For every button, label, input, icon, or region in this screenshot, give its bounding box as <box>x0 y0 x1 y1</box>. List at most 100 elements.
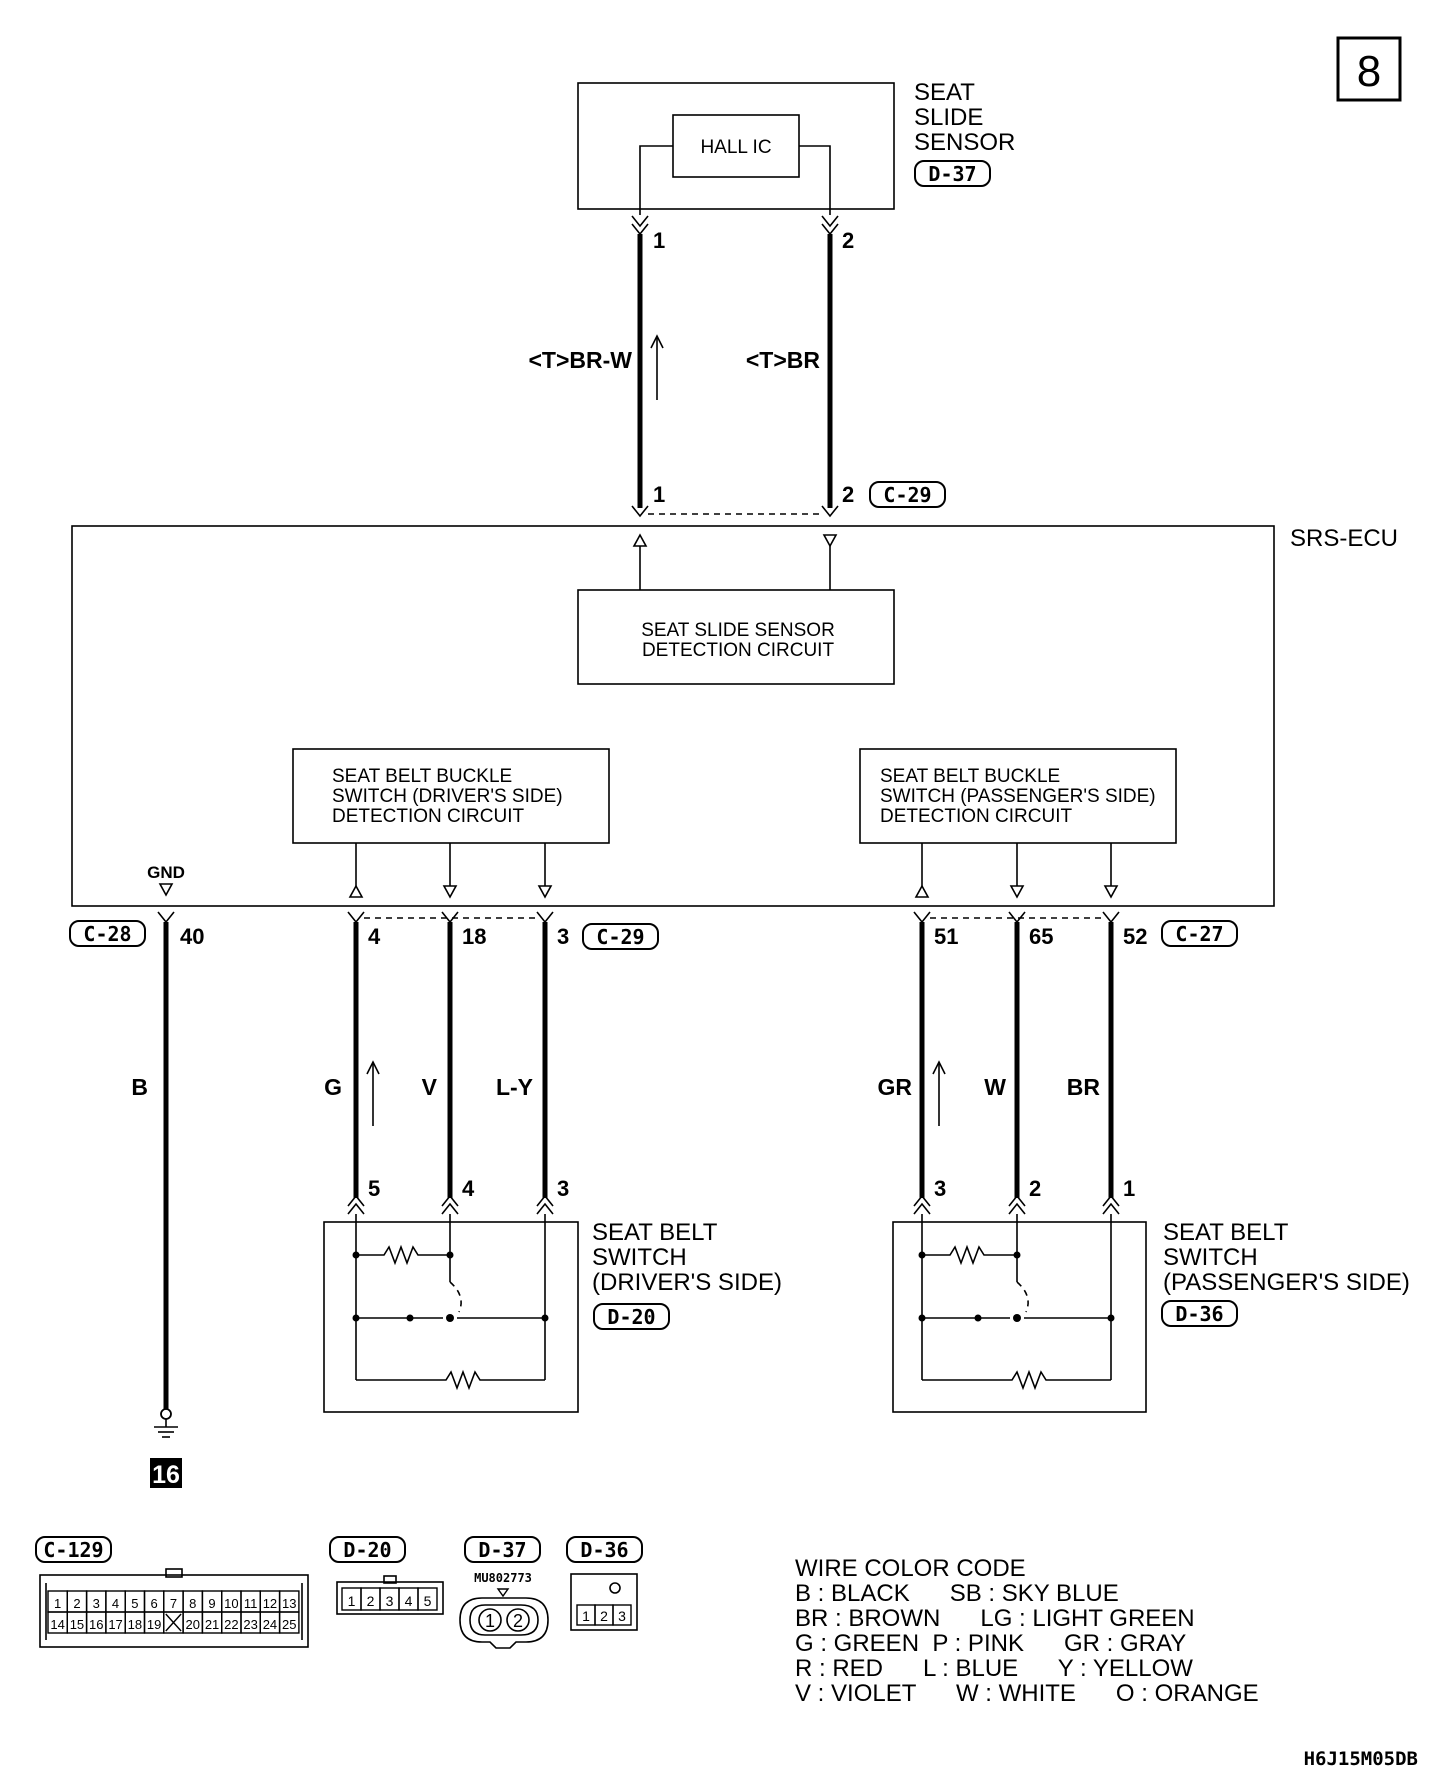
c129-pin-label: 4 <box>112 1596 119 1611</box>
ground-ref-box <box>150 1458 182 1488</box>
switch-connector-symbols <box>347 1194 1120 1215</box>
c129-pin-label: 5 <box>131 1596 138 1611</box>
passenger-detection-circuit-box <box>859 748 1177 844</box>
d20-pin-cell <box>417 1587 438 1611</box>
wire-label-br-passenger: BR <box>1067 1074 1101 1100</box>
c129-empty-cavity <box>165 1613 182 1632</box>
wire-label-br-w: <T>BR-W <box>529 347 633 373</box>
resistor-icon <box>922 1244 1017 1266</box>
wire-label-b: B <box>131 1074 148 1100</box>
c129-pin-label: 23 <box>243 1617 257 1632</box>
page-number-box <box>1336 36 1402 102</box>
c129-pin-label: 1 <box>54 1596 61 1611</box>
connector-tag-d37-view-label: D-37 <box>478 1538 526 1562</box>
sensor-pin-1: 1 <box>653 228 665 253</box>
c129-pin-label: 10 <box>224 1596 238 1611</box>
connector-tag-d20-view-label: D-20 <box>343 1538 391 1562</box>
passenger-switch-pin-3: 1 <box>1123 1176 1135 1201</box>
connector-tag-c29-top <box>869 481 946 508</box>
connector-tag-c28 <box>69 920 146 947</box>
wire-label-g: G <box>324 1074 342 1100</box>
passenger-circuit-line-1: SEAT BELT BUCKLE <box>880 766 1060 787</box>
connector-tag-c129-label: C-129 <box>43 1538 103 1562</box>
ecu-bottom-connector-symbols <box>157 911 1120 924</box>
passenger-seat-belt-switch <box>892 1214 1147 1413</box>
connector-tag-d36-view-label: D-36 <box>580 1538 628 1562</box>
c129-pin-label: 3 <box>93 1596 100 1611</box>
driver-switch-pin-3: 3 <box>557 1176 569 1201</box>
d20-pin-label: 4 <box>405 1593 413 1609</box>
driver-ecu-pin-1: 4 <box>368 924 381 949</box>
srs-ecu-box <box>71 525 1275 907</box>
d36-connector-face <box>570 1573 638 1631</box>
c129-pin-label: 7 <box>170 1596 177 1611</box>
wire-color-code-line-4: R : RED L : BLUE Y : YELLOW <box>795 1655 1193 1682</box>
slide-circuit-line-1: SEAT SLIDE SENSOR <box>641 620 835 641</box>
passenger-circuit-line-3: DETECTION CIRCUIT <box>880 806 1073 827</box>
c129-pin-label: 2 <box>73 1596 80 1611</box>
c129-pin-label: 17 <box>108 1617 122 1632</box>
c129-pin-label: 20 <box>186 1617 200 1632</box>
sensor-pin-2: 2 <box>842 228 854 253</box>
d20-pin-label: 3 <box>386 1593 394 1609</box>
passenger-ecu-pin-1: 51 <box>934 924 958 949</box>
driver-switch-box <box>323 1221 579 1413</box>
passenger-switch-pin-2: 2 <box>1029 1176 1041 1201</box>
seat-slide-sensor-label-1: SEAT <box>914 79 975 106</box>
c129-pin-label: 24 <box>263 1617 277 1632</box>
ecu-top-connector-symbols <box>631 505 839 518</box>
d37-connector-face <box>459 1597 549 1649</box>
seat-slide-sensor-label-2: SLIDE <box>914 104 983 131</box>
driver-detection-circuit-box <box>292 748 610 844</box>
seat-slide-sensor-box <box>577 82 895 210</box>
driver-circuit-line-3: DETECTION CIRCUIT <box>332 806 525 827</box>
connector-tag-c129 <box>35 1536 112 1563</box>
c129-pin-label: 19 <box>147 1617 161 1632</box>
connector-tag-c27-label: C-27 <box>1175 922 1223 946</box>
wire-color-code-line-1: B : BLACK SB : SKY BLUE <box>795 1580 1119 1607</box>
connector-tag-d36 <box>1161 1300 1238 1327</box>
slide-detection-circuit-box <box>577 589 895 685</box>
resistor-icon <box>922 1369 1111 1391</box>
d36-pin-label: 2 <box>600 1608 608 1624</box>
c129-pin-label: 13 <box>282 1596 296 1611</box>
d37-pin-2-label: 2 <box>513 1611 523 1631</box>
wire-label-l-y: L-Y <box>496 1074 533 1100</box>
d37-pin-1 <box>478 1608 502 1632</box>
d37-part-number: MU802773 <box>474 1571 532 1585</box>
passenger-circuit-line-2: SWITCH (PASSENGER'S SIDE) <box>880 786 1156 807</box>
connector-tag-d20-view <box>329 1536 406 1563</box>
passenger-switch-box <box>892 1221 1147 1413</box>
passenger-switch-label-1: SEAT BELT <box>1163 1219 1289 1246</box>
ground-ref: 16 <box>152 1461 180 1489</box>
passenger-switch-pin-1: 3 <box>934 1176 946 1201</box>
c129-pin-label: 11 <box>244 1596 258 1611</box>
wire-label-w: W <box>984 1074 1006 1100</box>
d37-pin-2 <box>506 1608 530 1632</box>
connector-tag-d20 <box>593 1303 670 1330</box>
driver-switch-pin-1: 5 <box>368 1176 380 1201</box>
wire-label-gr: GR <box>878 1074 913 1100</box>
connector-tag-c29-top-label: C-29 <box>883 483 931 507</box>
d20-pin-label: 2 <box>367 1593 375 1609</box>
srs-ecu-label: SRS-ECU <box>1290 525 1398 552</box>
driver-circuit-line-2: SWITCH (DRIVER'S SIDE) <box>332 786 563 807</box>
connector-tag-d36-label: D-36 <box>1175 1302 1223 1326</box>
driver-ecu-pin-3: 3 <box>557 924 569 949</box>
c129-pin-label: 8 <box>189 1596 196 1611</box>
connector-tag-d37-view <box>464 1536 541 1563</box>
passenger-switch-label-3: (PASSENGER'S SIDE) <box>1163 1269 1410 1296</box>
c129-pin-label: 12 <box>263 1596 277 1611</box>
connector-tag-c28-label: C-28 <box>83 922 131 946</box>
connector-tag-d20-label: D-20 <box>607 1305 655 1329</box>
connector-tag-c29-bottom-label: C-29 <box>596 925 644 949</box>
slide-circuit-line-2: DETECTION CIRCUIT <box>642 640 835 661</box>
ecu-top-pin-1: 1 <box>653 482 665 507</box>
connector-tag-d36-view <box>566 1536 643 1563</box>
c129-pin-label: 22 <box>224 1617 238 1632</box>
gnd-label: GND <box>147 863 185 882</box>
driver-switch-label-3: (DRIVER'S SIDE) <box>592 1269 782 1296</box>
resistor-icon <box>356 1244 450 1266</box>
connector-tag-c27 <box>1161 920 1238 947</box>
connector-tag-d37 <box>914 160 991 187</box>
